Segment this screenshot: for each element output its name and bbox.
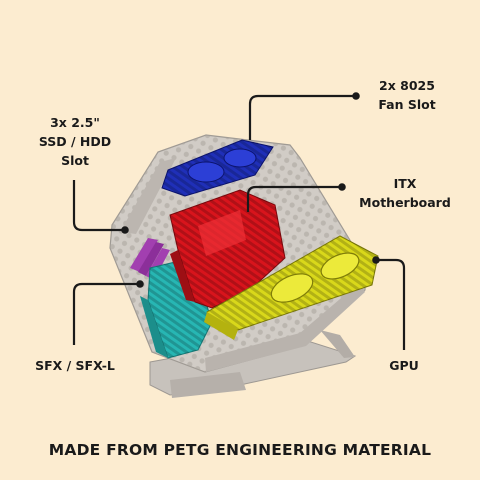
gpu-label: GPU — [389, 358, 419, 373]
sfx-psu-label: SFX / SFX-L — [35, 358, 115, 373]
gpu-dot — [372, 256, 380, 264]
motherboard-block — [169, 189, 286, 309]
itx-leader — [246, 185, 342, 212]
leader-lines — [72, 94, 406, 350]
footer-tagline: MADE FROM PETG ENGINEERING MATERIAL — [48, 441, 432, 459]
sfx-dot — [136, 280, 144, 288]
ssd-slot-leader — [72, 180, 125, 232]
fan-tray — [161, 139, 274, 197]
itx-motherboard-label: ITX Motherboard — [359, 176, 451, 210]
ssd-hdd-slot-label: 3x 2.5" SSD / HDD Slot — [38, 115, 112, 168]
itx-dot — [338, 183, 346, 191]
leader-dots — [121, 92, 380, 288]
gpu-block — [204, 235, 379, 340]
fan-slot-dot — [352, 92, 360, 100]
fan-slot-leader — [248, 94, 356, 140]
fan-slot-label: 2x 8025 Fan Slot — [378, 78, 436, 112]
sfx-leader — [72, 282, 140, 345]
case-base — [149, 330, 357, 398]
ssd-slot-dot — [121, 226, 129, 234]
gpu-leader — [376, 258, 406, 350]
